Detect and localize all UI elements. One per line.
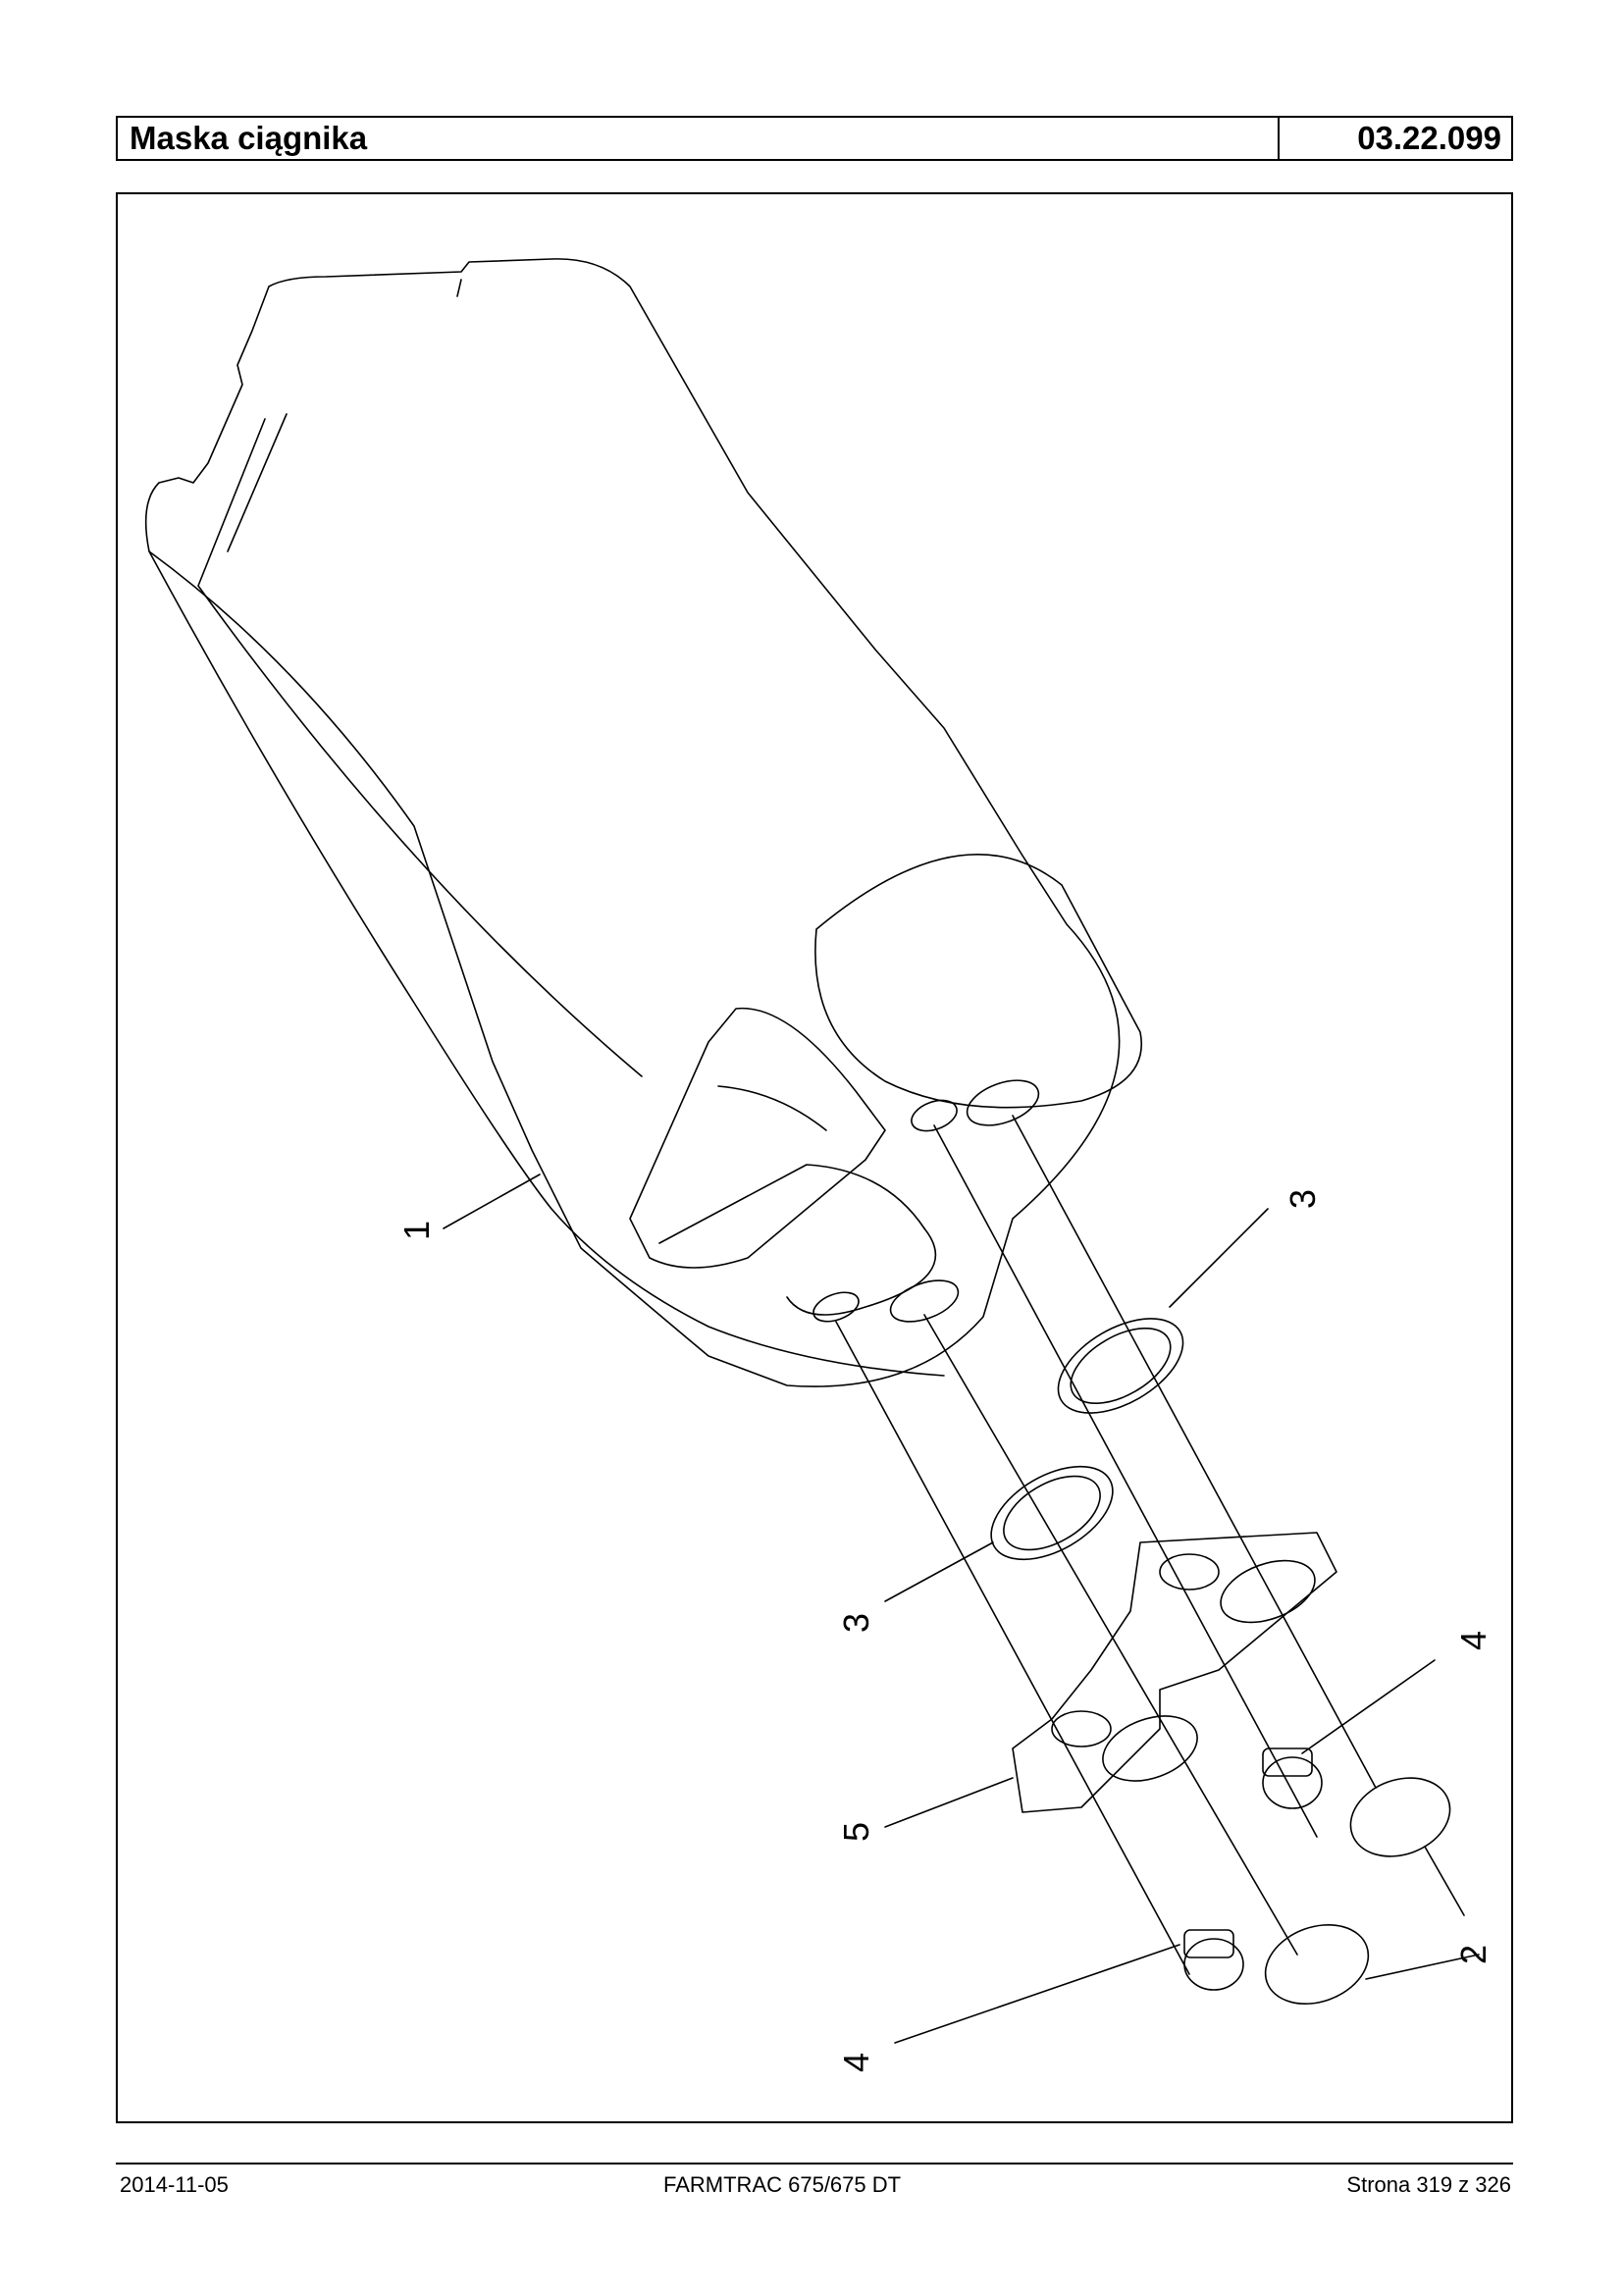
- callout-2: 2: [1453, 1945, 1493, 1964]
- document-header: Maska ciągnika 03.22.099: [116, 116, 1513, 161]
- callout-3-lower: 3: [836, 1613, 876, 1633]
- drawing-number: 03.22.099: [1357, 120, 1501, 156]
- footer-model: FARMTRAC 675/675 DT: [663, 2172, 902, 2197]
- page-title: Maska ciągnika: [118, 118, 1280, 159]
- callout-4-lower: 4: [836, 2053, 876, 2072]
- callout-1: 1: [396, 1221, 437, 1240]
- ring-upper: [1057, 1318, 1184, 1414]
- grille-recess: [814, 853, 1142, 1109]
- footer-divider: [116, 2163, 1513, 2165]
- lamp-small-lower: [1183, 1938, 1244, 1991]
- mounting-bracket: [1012, 1532, 1337, 1813]
- ring-lower: [990, 1465, 1114, 1561]
- footer-page-number: Strona 319 z 326: [1346, 2172, 1511, 2197]
- headlamp-upper: [1349, 1777, 1451, 1857]
- lamp-small-upper: [1262, 1756, 1323, 1809]
- callout-4-upper: 4: [1453, 1631, 1493, 1650]
- footer-date: 2014-11-05: [120, 2172, 229, 2197]
- drawing-frame: 1 3 3 4 5 2 4: [116, 192, 1513, 2123]
- callout-3-upper: 3: [1283, 1189, 1323, 1209]
- hood-outline: [144, 258, 1121, 1387]
- exploded-view-drawing: 1 3 3 4 5 2 4: [144, 258, 1493, 2072]
- headlamp-lower: [1264, 1923, 1370, 2006]
- callout-5: 5: [836, 1822, 876, 1842]
